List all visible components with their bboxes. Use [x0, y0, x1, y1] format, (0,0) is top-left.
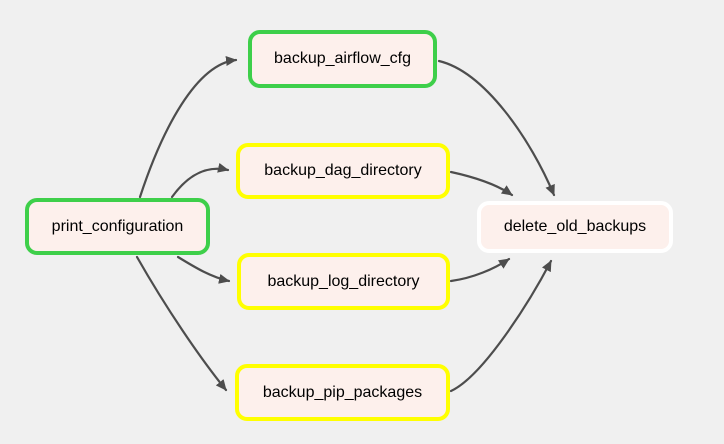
edge-backup_dag_directory-delete_old_backups: [449, 170, 514, 197]
task-label: backup_airflow_cfg: [274, 50, 411, 67]
task-label: backup_log_directory: [267, 272, 420, 290]
edge-print_configuration-backup_log_directory: [176, 255, 231, 284]
edge-print_configuration-backup_airflow_cfg: [138, 56, 238, 199]
task-label: backup_dag_directory: [264, 162, 422, 179]
edge-backup_log_directory-delete_old_backups: [449, 257, 511, 283]
task-node-backup_airflow_cfg[interactable]: backup_airflow_cfg: [248, 30, 437, 88]
task-node-backup_dag_directory[interactable]: backup_dag_directory: [236, 143, 450, 199]
edge-backup_pip_packages-delete_old_backups: [449, 259, 553, 393]
task-label: delete_old_backups: [503, 218, 647, 235]
edge-backup_airflow_cfg-delete_old_backups: [437, 59, 556, 197]
task-node-delete_old_backups[interactable]: delete_old_backups: [477, 201, 673, 253]
task-node-print_configuration[interactable]: print_configuration: [25, 198, 210, 255]
edge-print_configuration-backup_dag_directory: [170, 162, 230, 199]
task-label: backup_pip_packages: [262, 383, 423, 401]
task-label: print_configuration: [51, 217, 184, 235]
task-node-backup_log_directory[interactable]: backup_log_directory: [237, 253, 450, 310]
task-node-backup_pip_packages[interactable]: backup_pip_packages: [235, 364, 450, 421]
edge-print_configuration-backup_pip_packages: [135, 255, 228, 392]
